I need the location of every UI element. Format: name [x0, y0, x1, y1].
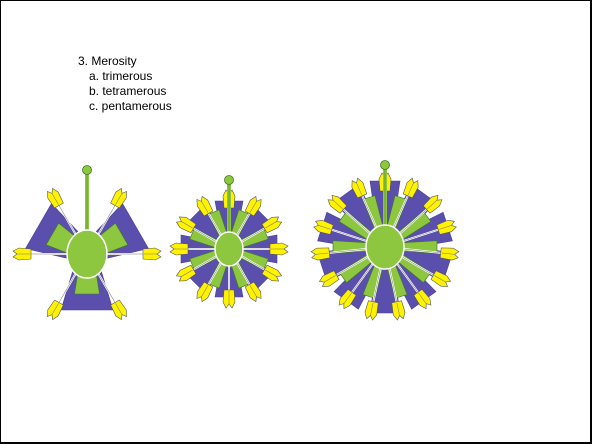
- stigma: [83, 166, 92, 175]
- pentamerous-flower-illustration: [311, 161, 459, 321]
- stigma: [225, 176, 234, 185]
- tetramerous-flower-illustration: [170, 176, 288, 309]
- ovary: [67, 230, 107, 278]
- trimerous-flower-illustration: [13, 166, 161, 322]
- ovary: [215, 232, 243, 266]
- stigma: [381, 161, 390, 170]
- ovary: [366, 225, 404, 269]
